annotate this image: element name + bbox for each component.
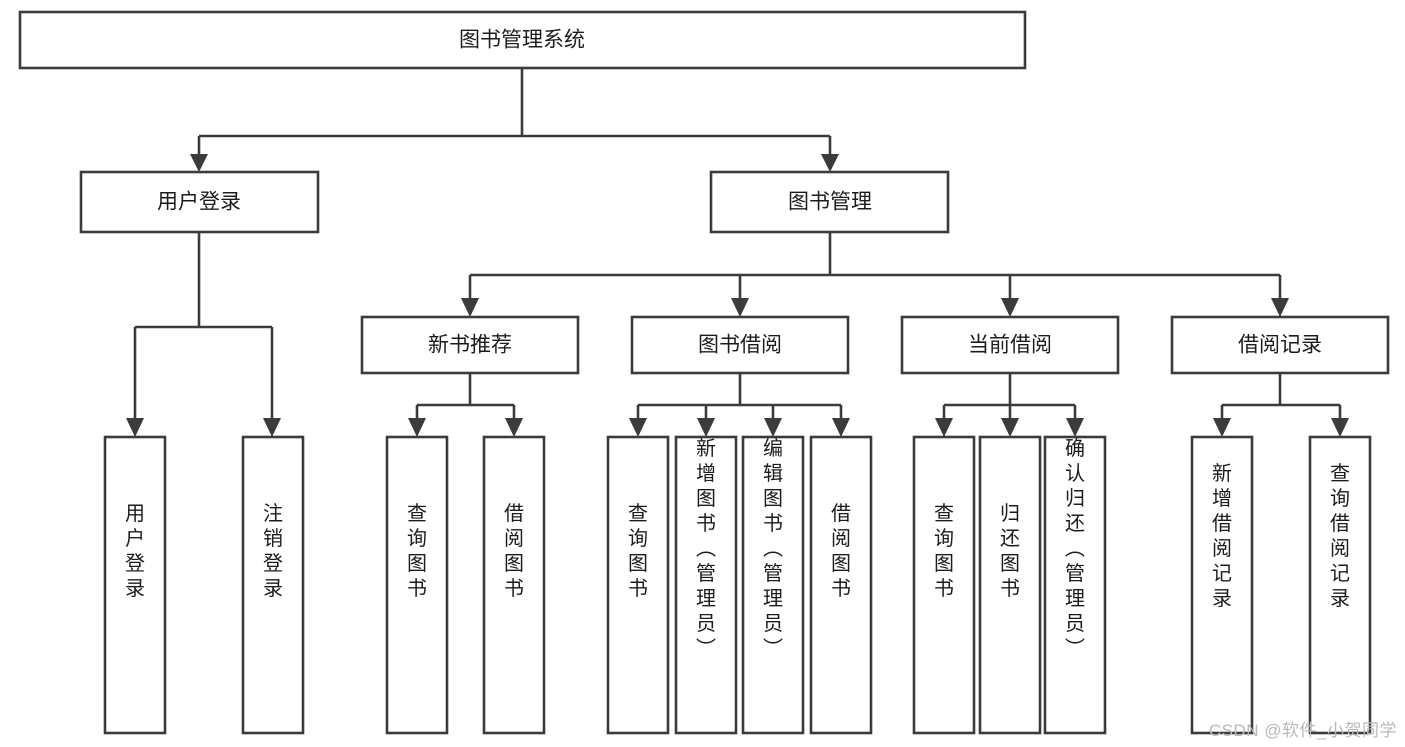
leaf-box — [103, 435, 167, 735]
leaf-label-vertical: 归还图书 — [1000, 502, 1020, 600]
leaf-current-borrow-return-book[interactable]: 归还图书 — [978, 435, 1042, 735]
leaf-book-borrow-query-book[interactable]: 查询图书 — [606, 435, 670, 735]
root-box — [18, 10, 1027, 70]
node-book-management[interactable]: 图书管理 — [709, 170, 950, 234]
arrow-user-login-leaf-1 — [126, 418, 144, 437]
node-new-book-recommend[interactable]: 新书推荐 — [360, 315, 580, 375]
user-login-box — [79, 170, 320, 234]
leaf-box — [978, 435, 1042, 735]
leaf-label-vertical: 查询图书 — [934, 502, 954, 600]
leaf-box — [809, 435, 873, 735]
leaf-book-borrow-edit-book-admin[interactable]: 编辑图书︵管理员︶ — [741, 435, 805, 735]
current-borrow-label: 当前借阅 — [968, 334, 1052, 357]
book-management-box — [709, 170, 950, 234]
leaf-label-vertical: 查询借阅记录 — [1330, 462, 1350, 610]
leaf-book-borrow-add-book-admin[interactable]: 新增图书︵管理员︶ — [674, 435, 738, 735]
leaf-borrow-record-query-record[interactable]: 查询借阅记录 — [1308, 435, 1372, 735]
leaf-label-vertical: 确认归还︵管理员︶ — [1065, 437, 1085, 660]
arrow-to-new-book — [461, 298, 479, 317]
leaf-label-vertical: 借阅图书 — [831, 502, 851, 600]
leaf-label-vertical: 借阅图书 — [504, 502, 524, 600]
arrow-book-borrow-leaf-1 — [629, 418, 647, 437]
book-management-label: 图书管理 — [788, 191, 872, 214]
leaf-book-borrow-borrow-book[interactable]: 借阅图书 — [809, 435, 873, 735]
arrow-book-borrow-leaf-4 — [832, 418, 850, 437]
leaf-box — [741, 435, 805, 735]
node-book-borrow[interactable]: 图书借阅 — [630, 315, 850, 375]
leaf-user-login-logout[interactable]: 注销登录 — [241, 435, 305, 735]
leaf-label-vertical: 新增借阅记录 — [1212, 462, 1232, 610]
arrow-current-borrow-leaf-1 — [935, 418, 953, 437]
leaf-label-vertical: 编辑图书︵管理员︶ — [763, 437, 783, 660]
csdn-watermark: CSDN @软件_小贺同学 — [1208, 721, 1397, 740]
book-borrow-box — [630, 315, 850, 375]
leaf-label-vertical: 新增图书︵管理员︶ — [696, 437, 716, 660]
arrow-current-borrow-leaf-3 — [1066, 418, 1084, 437]
leaf-box — [482, 435, 546, 735]
arrow-book-borrow-leaf-2 — [697, 418, 715, 437]
arrow-to-current-borrow — [1001, 298, 1019, 317]
new-book-recommend-box — [360, 315, 580, 375]
arrow-book-borrow-leaf-3 — [764, 418, 782, 437]
leaf-label-vertical: 查询图书 — [407, 502, 427, 600]
leaf-borrow-record-add-record[interactable]: 新增借阅记录 — [1190, 435, 1254, 735]
arrow-user-login-leaf-2 — [263, 418, 281, 437]
node-borrow-record[interactable]: 借阅记录 — [1170, 315, 1390, 375]
arrow-borrow-record-leaf-1 — [1213, 418, 1231, 437]
node-root-book-management-system[interactable]: 图书管理系统 — [18, 10, 1027, 70]
leaf-user-login-login[interactable]: 用户登录 — [103, 435, 167, 735]
node-current-borrow[interactable]: 当前借阅 — [900, 315, 1120, 375]
arrow-current-borrow-leaf-2 — [1001, 418, 1019, 437]
arrow-to-user-login — [190, 154, 208, 172]
borrow-record-box — [1170, 315, 1390, 375]
current-borrow-box — [900, 315, 1120, 375]
leaf-current-borrow-confirm-return-admin[interactable]: 确认归还︵管理员︶ — [1043, 435, 1107, 735]
arrow-new-book-leaf-2 — [505, 418, 523, 437]
leaf-label-vertical: 注销登录 — [263, 502, 283, 600]
leaf-box — [1043, 435, 1107, 735]
leaf-box — [674, 435, 738, 735]
node-user-login[interactable]: 用户登录 — [79, 170, 320, 234]
arrow-to-book-manage — [821, 154, 839, 172]
leaf-box — [1190, 435, 1254, 735]
leaf-new-book-borrow-book[interactable]: 借阅图书 — [482, 435, 546, 735]
leaf-box — [1308, 435, 1372, 735]
connector-group — [126, 68, 1349, 437]
leaf-box — [385, 435, 449, 735]
arrow-borrow-record-leaf-2 — [1331, 418, 1349, 437]
root-label: 图书管理系统 — [459, 29, 585, 52]
leaf-box — [912, 435, 976, 735]
leaf-label-vertical: 查询图书 — [628, 502, 648, 600]
arrow-to-borrow-record — [1271, 298, 1289, 317]
book-borrow-label: 图书借阅 — [698, 334, 782, 357]
leaf-label-vertical: 用户登录 — [125, 503, 145, 600]
leaf-new-book-query-book[interactable]: 查询图书 — [385, 435, 449, 735]
arrow-new-book-leaf-1 — [408, 418, 426, 437]
leaf-box — [606, 435, 670, 735]
user-login-label: 用户登录 — [157, 191, 241, 214]
arrow-to-book-borrow — [731, 298, 749, 317]
borrow-record-label: 借阅记录 — [1238, 334, 1322, 357]
leaf-box — [241, 435, 305, 735]
leaf-current-borrow-query-book[interactable]: 查询图书 — [912, 435, 976, 735]
new-book-recommend-label: 新书推荐 — [428, 334, 512, 357]
